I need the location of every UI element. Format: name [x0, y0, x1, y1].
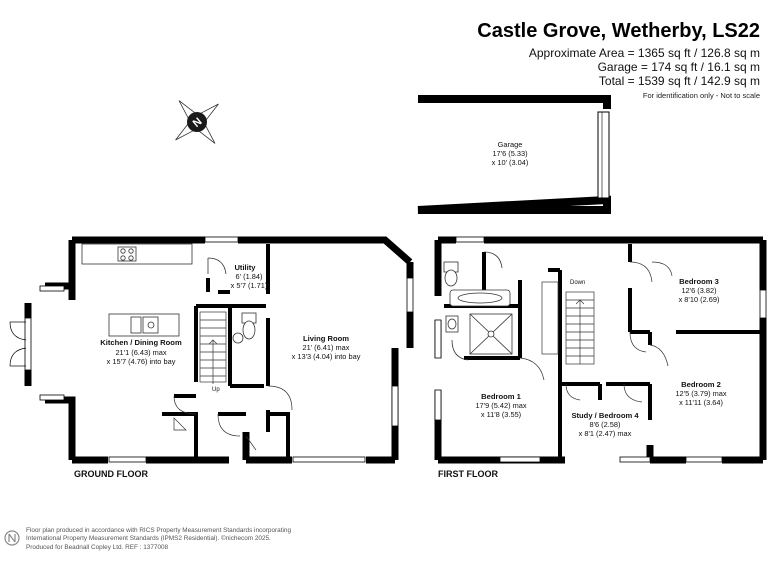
footer-line-3: Produced for Beadnall Copley Ltd. REF : …: [26, 544, 169, 551]
bedroom2-dim2: x 11'11 (3.64): [679, 398, 723, 407]
study-name: Study / Bedroom 4: [571, 411, 639, 420]
study-dim1: 8'6 (2.58): [590, 420, 621, 429]
study-dim2: x 8'1 (2.47) max: [579, 429, 632, 438]
living-name: Living Room: [303, 334, 349, 343]
down-label: Down: [570, 280, 585, 286]
total-area: Total = 1539 sq ft / 142.9 sq m: [598, 74, 760, 88]
utility-name: Utility: [234, 263, 256, 272]
ground-door-arcs: [173, 385, 293, 451]
first-stairs: [541, 281, 595, 365]
kitchen-dim2: x 15'7 (4.76) into bay: [107, 357, 176, 366]
living-dim1: 21' (6.41) max: [302, 343, 349, 352]
bedroom1-name: Bedroom 1: [481, 392, 521, 401]
french-door-arcs: [9, 321, 27, 367]
first-door-arcs: [519, 261, 673, 403]
first-floor-windows: [434, 236, 767, 463]
bedroom1-dim1: 17'9 (5.42) max: [475, 401, 526, 410]
first-floor-label: FIRST FLOOR: [438, 469, 498, 479]
property-title: Castle Grove, Wetherby, LS22: [477, 20, 760, 42]
utility-dim2: x 5'7 (1.71): [231, 281, 268, 290]
garage-name: Garage: [498, 140, 523, 149]
garage: Garage 17'6 (5.33) x 10' (3.04): [417, 95, 611, 214]
bathroom-fixtures: [443, 251, 513, 361]
garage-area: Garage = 174 sq ft / 16.1 sq m: [597, 60, 760, 74]
garage-dim2: x 10' (3.04): [492, 158, 529, 167]
up-label: Up: [212, 387, 220, 393]
first-room-labels: Bedroom 3 12'6 (3.82) x 8'10 (2.69) Bedr…: [475, 277, 726, 438]
bedroom2-dim1: 12'5 (3.79) max: [675, 389, 726, 398]
ground-room-labels: Utility 6' (1.84) x 5'7 (1.71) Kitchen /…: [100, 263, 360, 366]
compass-icon: N: [175, 100, 219, 144]
kitchen-fixtures: [81, 243, 193, 337]
garage-dim1: 17'6 (5.33): [492, 149, 527, 158]
nichecom-logo-icon: [4, 530, 20, 546]
living-dim2: x 13'3 (4.04) into bay: [292, 352, 361, 361]
ground-floor: [24, 236, 414, 464]
kitchen-dim1: 21'1 (6.43) max: [115, 348, 166, 357]
ground-floor-label: GROUND FLOOR: [74, 469, 148, 479]
ground-stairs: [199, 311, 227, 384]
bedroom3-name: Bedroom 3: [679, 277, 719, 286]
ground-floor-windows: [24, 236, 414, 463]
bedroom2-name: Bedroom 2: [681, 380, 721, 389]
disclaimer-note: For identification only - Not to scale: [642, 91, 760, 100]
footer-line-1: Floor plan produced in accordance with R…: [26, 527, 291, 534]
utility-fixtures: [207, 257, 257, 344]
footer-line-2: International Property Measurement Stand…: [26, 535, 271, 542]
bedroom3-dim1: 12'6 (3.82): [681, 286, 716, 295]
bedroom1-dim2: x 11'8 (3.55): [481, 410, 521, 419]
bedroom3-dim2: x 8'10 (2.69): [679, 295, 720, 304]
kitchen-name: Kitchen / Dining Room: [100, 338, 182, 347]
utility-dim1: 6' (1.84): [236, 272, 263, 281]
approximate-area: Approximate Area = 1365 sq ft / 126.8 sq…: [528, 46, 760, 60]
